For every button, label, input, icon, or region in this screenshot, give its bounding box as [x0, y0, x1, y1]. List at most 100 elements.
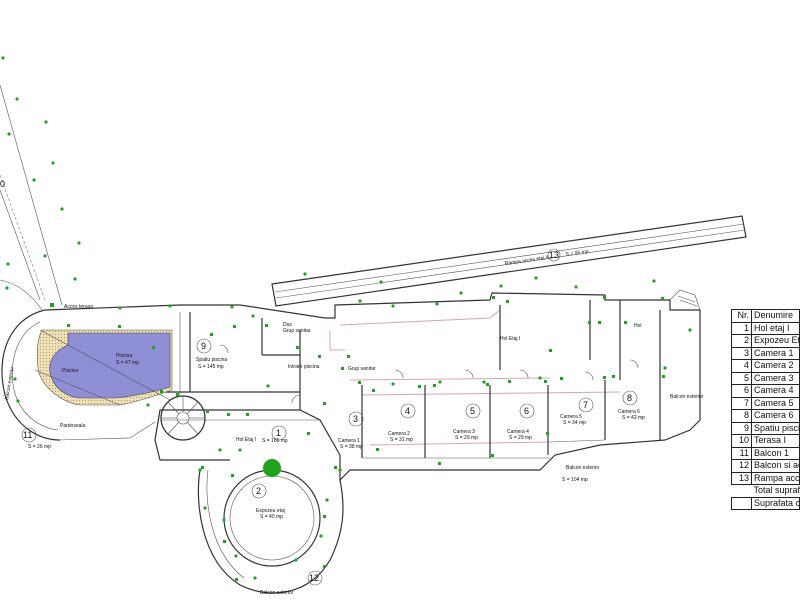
camera-2-label: Camera 2 — [388, 431, 410, 437]
camera-1-label: Camera 1 — [338, 438, 360, 444]
balcony-11: 11 S = 26 mp Pardoseala Acces terasa 0 B… — [0, 179, 156, 450]
legend-built-row: Suprafata co — [731, 496, 800, 510]
legend-room-name: Terasa I — [751, 434, 800, 448]
legend-room-name: Balcon 1 — [751, 446, 800, 460]
camera-3-area: S = 29 mp — [455, 435, 478, 441]
camera-6-area: S = 42 mp — [622, 415, 645, 421]
legend-header-nr: Nr. — [731, 309, 752, 323]
legend-room-name: Rampa acces — [751, 471, 800, 485]
spiral-staircase — [160, 395, 206, 441]
access-terrace-label: Acces terasa — [64, 304, 93, 310]
survey-markers — [1, 56, 692, 581]
building-walls — [44, 289, 701, 482]
room-number-12: 12 — [309, 573, 319, 583]
terrace-number: 0 — [0, 179, 5, 189]
legend-header-name: Denumire — [751, 309, 800, 323]
camera-3-label: Camera 3 — [453, 429, 475, 435]
site-boundary — [0, 84, 63, 311]
legend-room-name: Spatiu piscina — [751, 421, 800, 435]
legend-total-row: Total suprafa — [731, 484, 800, 498]
expozeu-circle — [197, 459, 344, 594]
legend-nr: 13 — [731, 471, 752, 485]
balcon-exterior-2-label: Balcon exterior — [566, 465, 600, 471]
legend-nr: 4 — [731, 359, 752, 373]
legend-room-name: Camera 1 — [751, 346, 800, 360]
balcon-exterior-2-area: S = 104 mp — [562, 477, 588, 483]
hol-area: S = 166 mp — [262, 438, 288, 444]
hol-etaj-small-label: Hol Etaj I — [236, 437, 256, 443]
camera-6-label: Camera 6 — [618, 409, 640, 415]
room-number-5: 5 — [470, 406, 475, 416]
access-ramp: Rampa acces etaj II S = 95 mp 13 — [271, 215, 747, 307]
legend-nr: 9 — [731, 421, 752, 435]
legend-nr: 11 — [731, 446, 752, 460]
legend-nr: 2 — [731, 334, 752, 348]
dus-label: Dus — [283, 322, 292, 328]
legend-nr: 1 — [731, 321, 752, 335]
pool-label: Piscina — [116, 353, 132, 359]
grup-sanitar-2-label: Grup sanitar — [348, 366, 376, 372]
hol-label: Hol — [634, 323, 642, 329]
grup-sanitar-label: Grup sanitar — [283, 328, 311, 334]
room-number-9: 9 — [201, 341, 206, 351]
ramp-label: Rampa acces etaj II — [504, 255, 549, 267]
balcon-bottom-label: Balcon exterior — [260, 590, 294, 596]
room-number-11: 11 — [23, 430, 32, 440]
legend-nr: 10 — [731, 434, 752, 448]
camera-4-area: S = 29 mp — [509, 435, 532, 441]
legend-room-name: Camera 4 — [751, 384, 800, 398]
camera-4-label: Camera 4 — [507, 429, 529, 435]
pool-area-value: S = 47 mp — [116, 360, 139, 366]
camera-5-label: Camera 5 — [560, 414, 582, 420]
pool-text: Piscina — [62, 368, 78, 374]
room-number-7: 7 — [583, 400, 588, 410]
pool — [49, 332, 171, 399]
legend-room-name: Camera 6 — [751, 409, 800, 423]
legend-header: Nr. Denumire — [731, 309, 800, 323]
room-number-2: 2 — [256, 486, 261, 496]
balcon-exterior-label: Balcon exterior — [670, 394, 704, 400]
expozeu-label: Expozeu etaj — [256, 508, 285, 514]
room-number-13: 13 — [549, 250, 559, 260]
intrare-piscina-label: Intrare piscina — [288, 364, 320, 370]
room-numbers: 1 2 3 4 5 6 7 8 9 12 — [196, 338, 638, 586]
legend-built-area: Suprafata co — [751, 496, 800, 510]
balcony-left-label: Balcon exterior — [4, 366, 16, 400]
legend-nr: 5 — [731, 371, 752, 385]
ramp-area: S = 95 mp — [565, 249, 589, 258]
room-number-6: 6 — [524, 406, 529, 416]
camera-5-area: S = 34 mp — [563, 420, 586, 426]
room-number-3: 3 — [353, 414, 358, 424]
legend-total: Total suprafa — [751, 484, 800, 498]
legend-room-name: Camera 2 — [751, 359, 800, 373]
room-labels: Spatiu piscina S = 145 mp Dus Grup sanit… — [196, 322, 704, 596]
legend-room-name: Camera 3 — [751, 371, 800, 385]
legend-room-name: Balcon si acce — [751, 459, 800, 473]
room-number-8: 8 — [627, 393, 632, 403]
room-number-4: 4 — [405, 406, 410, 416]
spatiu-piscina-label: Spatiu piscina — [196, 357, 227, 363]
legend-nr: 8 — [731, 409, 752, 423]
legend-nr: 7 — [731, 396, 752, 410]
legend-nr: 6 — [731, 384, 752, 398]
legend-room-name: Expozeu Etaj — [751, 334, 800, 348]
hol-etaj-label: Hol Etaj I — [500, 336, 520, 342]
legend-room-name: Hol etaj I — [751, 321, 800, 335]
expozeu-area: S = 40 mp — [260, 514, 283, 520]
legend-room-name: Camera 5 — [751, 396, 800, 410]
